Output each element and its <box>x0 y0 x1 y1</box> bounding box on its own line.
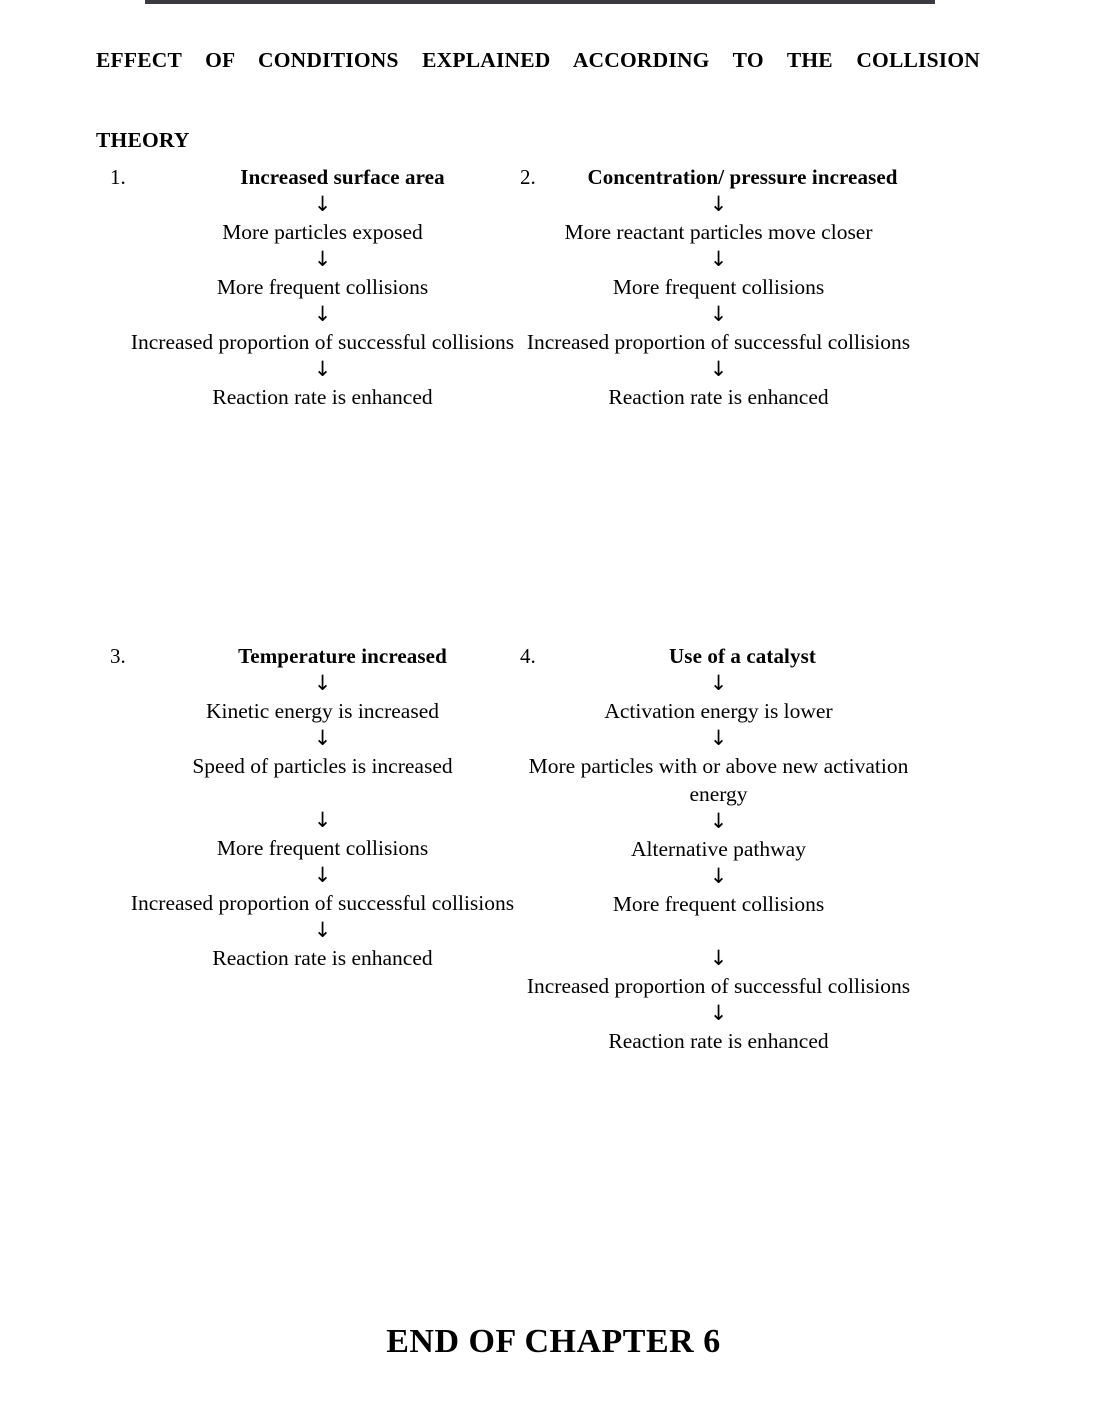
flow-block-number: 4. <box>520 644 536 668</box>
flow-step: Activation energy is lower <box>604 699 833 723</box>
flow-step: Increased proportion of successful colli… <box>130 891 515 915</box>
flow-block-number: 3. <box>110 644 126 668</box>
flow-heading: Use of a catalyst <box>669 644 816 668</box>
flow-step: More particles exposed <box>222 220 423 244</box>
flow-step: More frequent collisions <box>216 836 429 860</box>
flow-step: Reaction rate is enhanced <box>212 946 433 970</box>
down-arrow-icon: ↓ <box>709 946 728 970</box>
flow-step: Reaction rate is enhanced <box>608 1029 829 1053</box>
down-arrow-icon: ↓ <box>709 192 728 216</box>
flow-step: Reaction rate is enhanced <box>212 385 433 409</box>
flow-step: Increased proportion of successful colli… <box>526 330 911 354</box>
flow-spacer <box>506 918 931 945</box>
flow-step: Speed of particles is increased <box>192 754 453 778</box>
down-arrow-icon: ↓ <box>709 809 728 833</box>
down-arrow-icon: ↓ <box>313 302 332 326</box>
flow-block-4: 4. Use of a catalyst ↓ Activation energy i… <box>520 642 945 1055</box>
page-top-rule <box>145 0 935 4</box>
flow-step: Increased proportion of successful colli… <box>526 974 911 998</box>
flow-step: Increased proportion of successful colli… <box>130 330 515 354</box>
flow-spacer <box>110 780 535 807</box>
flow-step: Reaction rate is enhanced <box>608 385 829 409</box>
flow-step: More particles with or above new activat… <box>528 754 909 806</box>
page-title-line-1: EFFECT OF CONDITIONS EXPLAINED ACCORDING… <box>96 48 980 72</box>
flow-block-1: 1. Increased surface area ↓ More particles… <box>110 163 535 411</box>
flow-step: More frequent collisions <box>216 275 429 299</box>
down-arrow-icon: ↓ <box>709 1001 728 1025</box>
flow-heading: Concentration/ pressure increased <box>587 165 898 189</box>
down-arrow-icon: ↓ <box>313 918 332 942</box>
down-arrow-icon: ↓ <box>709 247 728 271</box>
end-of-chapter-label: END OF CHAPTER 6 <box>386 1323 721 1360</box>
flow-step: More frequent collisions <box>612 892 825 916</box>
flow-block-content: Concentration/ pressure increased ↓ More r… <box>506 163 931 411</box>
flow-step: More frequent collisions <box>612 275 825 299</box>
flow-block-number: 2. <box>520 165 536 189</box>
flow-block-content: Increased surface area ↓ More particles ex… <box>110 163 535 411</box>
down-arrow-icon: ↓ <box>313 726 332 750</box>
flow-heading: Temperature increased <box>238 644 447 668</box>
page-title-line-2: THEORY <box>96 128 190 152</box>
down-arrow-icon: ↓ <box>313 863 332 887</box>
page-title: EFFECT OF CONDITIONS EXPLAINED ACCORDING… <box>96 40 980 160</box>
down-arrow-icon: ↓ <box>313 357 332 381</box>
flow-block-content: Use of a catalyst ↓ Activation energy is l… <box>506 642 931 1055</box>
flow-step: Kinetic energy is increased <box>205 699 440 723</box>
flow-block-2: 2. Concentration/ pressure increased ↓ Mor… <box>520 163 945 411</box>
down-arrow-icon: ↓ <box>709 357 728 381</box>
flow-block-3: 3. Temperature increased ↓ Kinetic energy … <box>110 642 535 972</box>
down-arrow-icon: ↓ <box>709 302 728 326</box>
flow-step: More reactant particles move closer <box>564 220 873 244</box>
down-arrow-icon: ↓ <box>313 808 332 832</box>
flow-step: Alternative pathway <box>631 837 806 861</box>
down-arrow-icon: ↓ <box>313 192 332 216</box>
down-arrow-icon: ↓ <box>709 726 728 750</box>
down-arrow-icon: ↓ <box>709 864 728 888</box>
flow-heading: Increased surface area <box>240 165 445 189</box>
down-arrow-icon: ↓ <box>313 247 332 271</box>
flow-block-content: Temperature increased ↓ Kinetic energy is … <box>110 642 535 972</box>
down-arrow-icon: ↓ <box>709 671 728 695</box>
flow-block-number: 1. <box>110 165 126 189</box>
down-arrow-icon: ↓ <box>313 671 332 695</box>
